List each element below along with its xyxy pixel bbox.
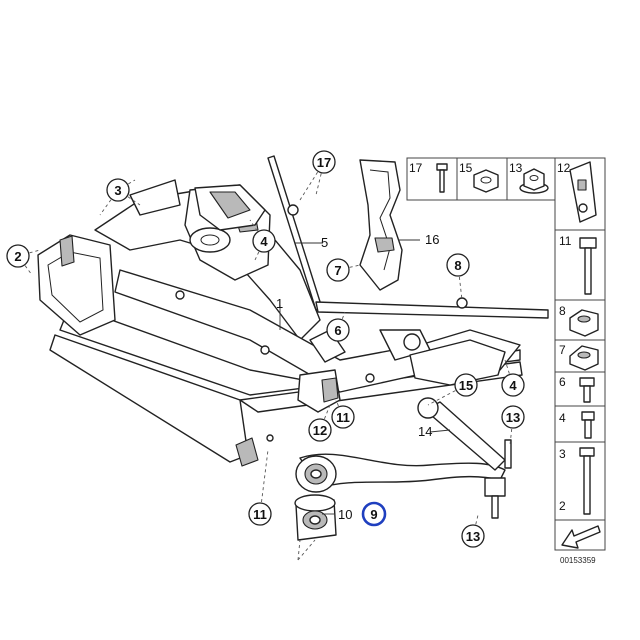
svg-text:13: 13 [506, 410, 520, 425]
callout-9-highlighted[interactable]: 9 [361, 501, 387, 527]
label-10: 10 [338, 507, 352, 522]
svg-text:13: 13 [466, 529, 480, 544]
svg-text:6: 6 [334, 323, 341, 338]
clip-12-icon [569, 161, 597, 223]
cell-17[interactable] [406, 157, 458, 201]
bolt-4-icon [581, 411, 595, 439]
heat-shield [194, 184, 266, 231]
bushing-8-icon [569, 309, 599, 337]
rubber-bushing [294, 494, 337, 541]
callout-11-lower[interactable]: 11 [248, 502, 272, 526]
callout-13-lower[interactable]: 13 [461, 524, 485, 548]
svg-text:15: 15 [459, 378, 473, 393]
label-14: 14 [418, 424, 432, 439]
bushing-7-icon [569, 345, 599, 371]
label-1: 1 [276, 296, 283, 311]
cell-12-number: 12 [557, 161, 571, 175]
callout-11-upper[interactable]: 11 [331, 405, 355, 429]
label-16: 16 [425, 232, 439, 247]
cell-15-number: 15 [459, 161, 473, 175]
callout-3[interactable]: 3 [106, 178, 130, 202]
cell-13-number: 13 [509, 161, 523, 175]
svg-text:4: 4 [260, 234, 268, 249]
svg-text:3: 3 [114, 183, 121, 198]
svg-text:11: 11 [253, 507, 267, 522]
svg-text:17: 17 [317, 155, 331, 170]
shield-part [359, 159, 403, 291]
flange-nut-13-icon [519, 168, 549, 194]
control-arm [295, 397, 512, 519]
bolt-11-icon [579, 237, 597, 295]
bolt-6-icon [579, 377, 595, 403]
svg-text:12: 12 [313, 423, 327, 438]
svg-text:4: 4 [509, 378, 517, 393]
cell-8-number: 8 [559, 304, 566, 318]
callout-15[interactable]: 15 [454, 373, 478, 397]
cell-17-number: 17 [409, 161, 423, 175]
svg-text:9: 9 [370, 507, 377, 522]
cell-2-number: 2 [559, 499, 566, 513]
front-axle-carrier [37, 179, 523, 467]
cell-11-number: 11 [559, 234, 572, 248]
bolt-3-icon [579, 447, 595, 515]
callout-13-upper[interactable]: 13 [501, 405, 525, 429]
cell-7-number: 7 [559, 343, 566, 357]
bolt-17-icon [436, 163, 448, 193]
parts-table: 17 15 13 12 11 8 7 6 4 3 2 [406, 157, 606, 551]
callout-4-upper[interactable]: 4 [252, 229, 276, 253]
document-number: 00153359 [560, 556, 596, 565]
strut-brace [267, 155, 549, 319]
svg-text:2: 2 [14, 249, 21, 264]
callout-7[interactable]: 7 [326, 258, 350, 282]
cell-4-number: 4 [559, 411, 566, 425]
callout-17[interactable]: 17 [312, 150, 336, 174]
arrow-indicator-icon [561, 525, 601, 549]
callout-2[interactable]: 2 [6, 244, 30, 268]
svg-text:11: 11 [336, 410, 350, 425]
svg-text:7: 7 [334, 263, 341, 278]
callout-6[interactable]: 6 [326, 318, 350, 342]
callout-12[interactable]: 12 [308, 418, 332, 442]
cell-6-number: 6 [559, 375, 566, 389]
callout-4-lower[interactable]: 4 [501, 373, 525, 397]
svg-text:8: 8 [454, 258, 461, 273]
nut-15-icon [473, 169, 499, 193]
callout-8[interactable]: 8 [446, 253, 470, 277]
cell-3-number: 3 [559, 447, 566, 461]
label-5: 5 [321, 235, 328, 250]
